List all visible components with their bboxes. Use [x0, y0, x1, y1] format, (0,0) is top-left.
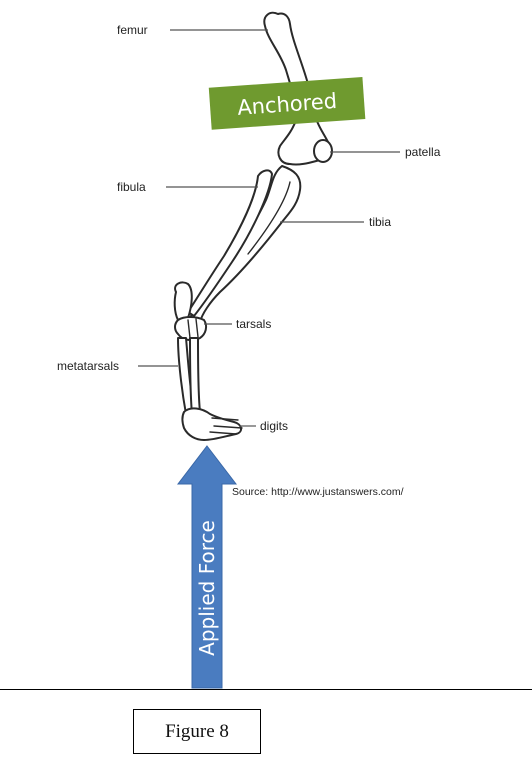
applied-force-arrow: Applied Force — [178, 446, 236, 688]
applied-force-label: Applied Force — [195, 520, 219, 656]
patella-label: patella — [405, 145, 441, 159]
anchored-box: Anchored — [209, 77, 366, 130]
metatarsals-label: metatarsals — [57, 359, 119, 373]
digits-label: digits — [260, 419, 288, 433]
foot-bones — [183, 408, 242, 440]
tarsals-label: tarsals — [236, 317, 271, 331]
horizontal-rule — [0, 689, 532, 690]
tibia-label: tibia — [369, 215, 391, 229]
source-text: Source: http://www.justanswers.com/ — [232, 486, 404, 498]
femur-label: femur — [117, 23, 148, 37]
leg-skeleton — [175, 13, 332, 440]
metatarsal-bone-2 — [190, 338, 200, 414]
heel-bone — [175, 282, 192, 320]
fibula-label: fibula — [117, 180, 146, 194]
figure-caption: Figure 8 — [165, 721, 229, 743]
patella-bone — [314, 140, 332, 162]
figure-caption-box: Figure 8 — [133, 709, 261, 754]
